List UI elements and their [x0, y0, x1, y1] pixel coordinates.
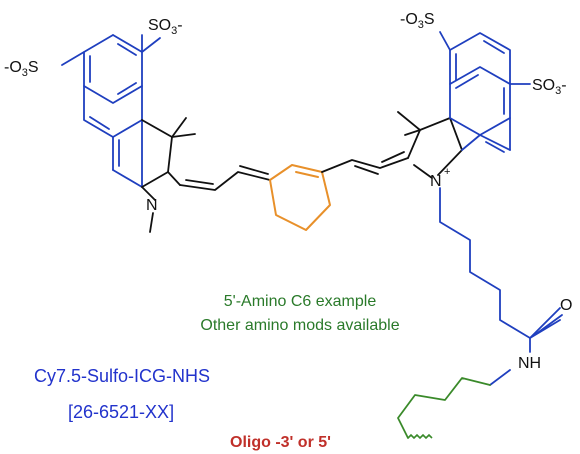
product-catalog-number: [26-6521-XX]	[68, 402, 174, 422]
atom-so3-top-left: SO3-	[148, 17, 183, 37]
atom-carbonyl-o: O	[560, 297, 572, 314]
right-so3-top-bond	[439, 31, 451, 51]
atom-so3-left: -O3S	[4, 59, 39, 79]
aminohexyl-chain	[397, 377, 491, 439]
atom-nh: NH	[518, 355, 541, 372]
oligo-label: Oligo -3' or 5'	[230, 434, 331, 451]
atom-n-plus-charge: +	[444, 166, 450, 178]
note-other-mods: Other amino mods available	[200, 317, 399, 334]
left-so3-top-bond	[141, 37, 161, 53]
hexyl-linker-chain	[439, 187, 563, 386]
left-methine-chain	[179, 165, 271, 191]
atom-n-left: N	[146, 197, 158, 214]
atom-o3s-top-right: -O3S	[400, 11, 435, 31]
left-so3-side-bond	[61, 51, 85, 66]
atom-n-right: N	[430, 173, 442, 190]
right-methine-chain	[321, 151, 409, 175]
left-naphthalene-ring	[83, 34, 143, 188]
right-indolium-ring	[397, 111, 463, 179]
right-naphthalene-ring	[449, 32, 511, 153]
left-indoline-ring	[141, 117, 196, 233]
product-name: Cy7.5-Sulfo-ICG-NHS	[34, 366, 210, 386]
note-amino-c6: 5'-Amino C6 example	[224, 293, 377, 310]
cyclohexene-ring	[269, 164, 331, 231]
atom-so3-right: SO3-	[532, 77, 567, 97]
oligo-attachment-marker	[407, 433, 433, 440]
